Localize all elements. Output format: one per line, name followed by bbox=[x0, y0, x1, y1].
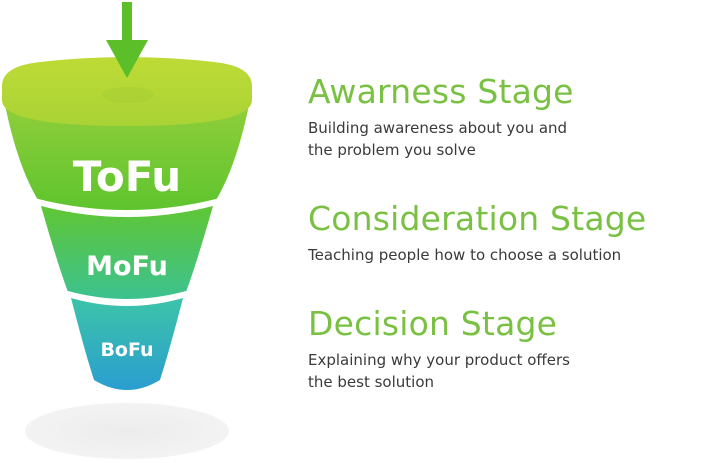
stage-title-decision: Decision Stage bbox=[308, 304, 558, 343]
funnel-label-mofu: MoFu bbox=[86, 251, 168, 282]
funnel-divider-1 bbox=[35, 198, 219, 215]
stage-title-awareness: Awarness Stage bbox=[308, 72, 574, 111]
stage-description-consideration: Teaching people how to choose a solution bbox=[308, 246, 622, 264]
funnel-opening bbox=[102, 87, 154, 103]
stage-decision: Decision Stage Explaining why your produ… bbox=[308, 305, 698, 393]
stage-consideration: Consideration Stage Teaching people how … bbox=[308, 200, 698, 266]
stage-description-decision: Explaining why your product offers the b… bbox=[308, 351, 570, 391]
funnel-shadow bbox=[25, 403, 229, 459]
arrow-down-icon bbox=[106, 40, 148, 78]
funnel-divider-2 bbox=[65, 290, 189, 304]
funnel-label-tofu: ToFu bbox=[73, 152, 181, 201]
arrow-shaft bbox=[122, 2, 132, 46]
funnel-band-bofu bbox=[71, 298, 183, 390]
funnel-label-bofu: BoFu bbox=[100, 339, 153, 361]
stage-awareness: Awarness Stage Building awareness about … bbox=[308, 73, 698, 161]
stage-title-consideration: Consideration Stage bbox=[308, 199, 647, 238]
stage-description-awareness: Building awareness about you and the pro… bbox=[308, 119, 568, 159]
funnel-band-tofu bbox=[4, 100, 250, 211]
funnel-band-mofu bbox=[41, 206, 213, 300]
